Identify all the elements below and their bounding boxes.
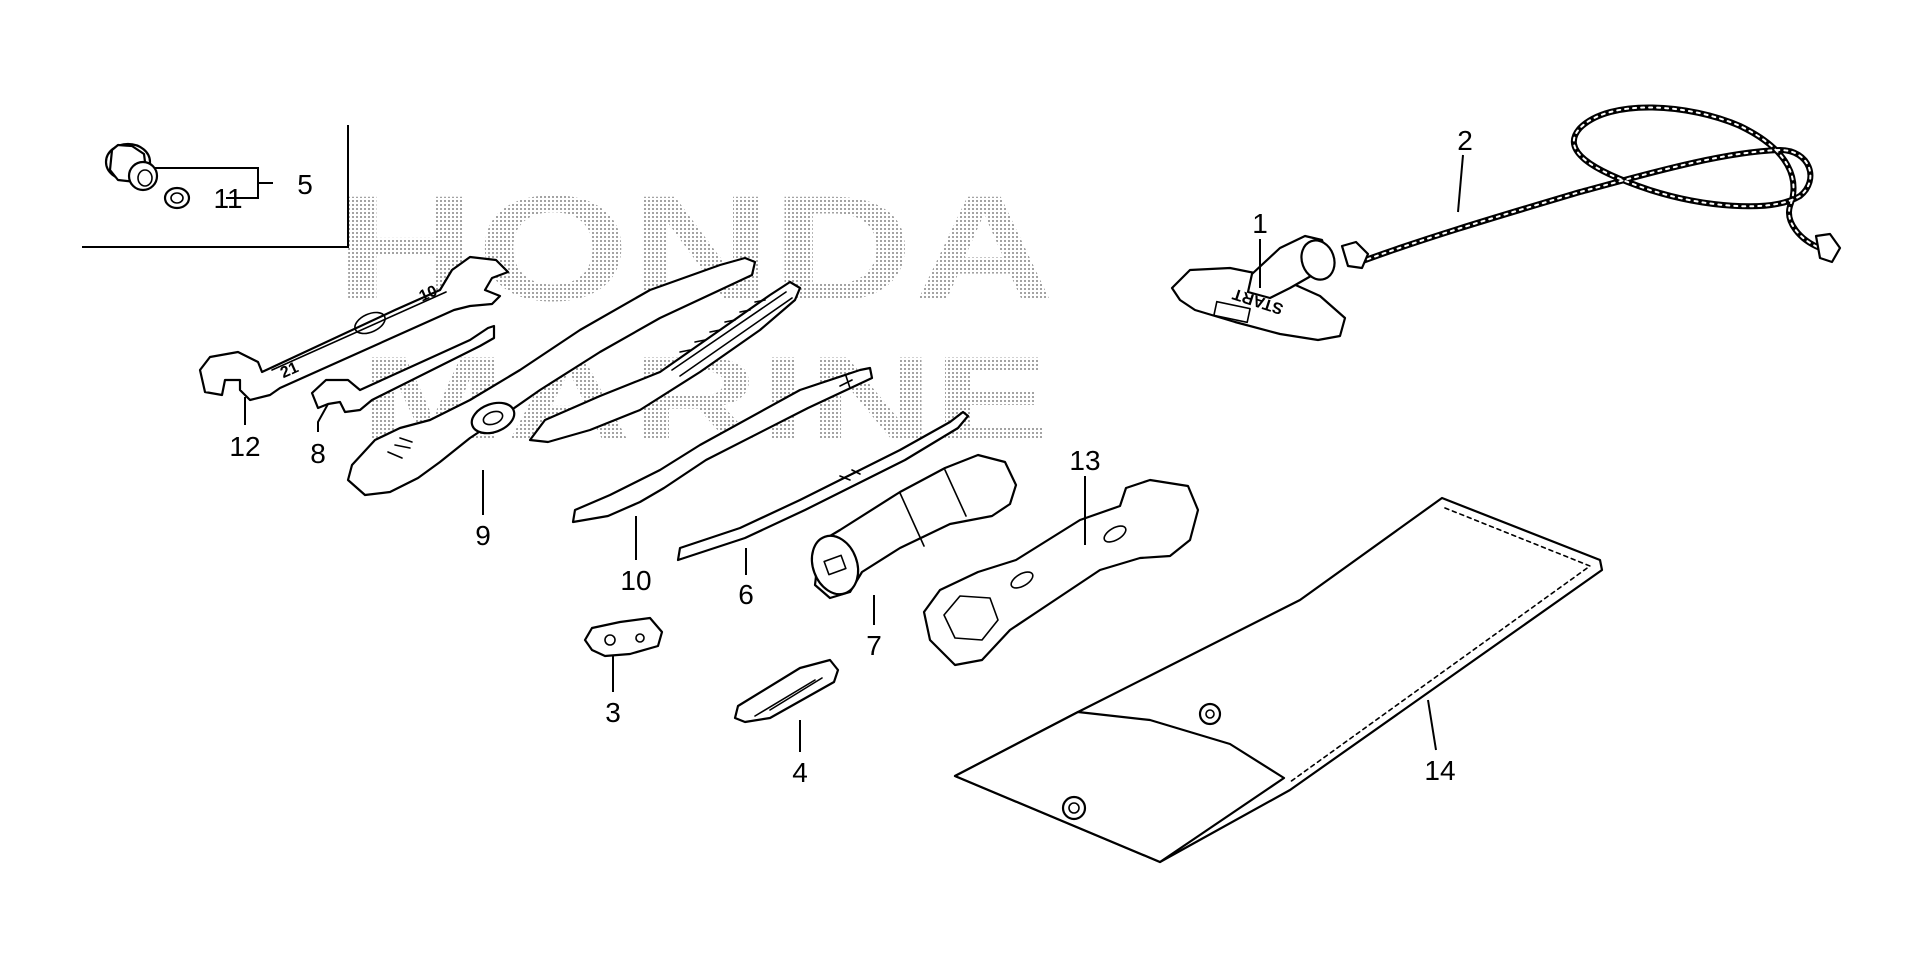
start-grip: START [1170, 234, 1347, 342]
callout-7: 7 [866, 630, 882, 661]
callout-11: 11 [213, 183, 242, 214]
callout-numbers: 1 2 3 4 5 6 7 8 9 10 11 12 13 14 [213, 125, 1472, 788]
open-end-wrench: 21 10 [198, 255, 510, 402]
emergency-stop-clip [583, 616, 664, 658]
callout-3: 3 [605, 697, 621, 728]
callout-2: 2 [1457, 125, 1473, 156]
pliers [346, 256, 802, 497]
tool-bag [953, 496, 1604, 864]
screwdriver-grip [571, 366, 874, 524]
wrench-size-21: 21 [278, 359, 301, 382]
callout-1: 1 [1252, 208, 1268, 239]
plug-wrench [922, 478, 1200, 667]
open-end-wrench-small [310, 324, 496, 414]
screwdriver [676, 410, 970, 562]
washer [163, 186, 191, 210]
callout-6: 6 [738, 579, 754, 610]
screwdriver-handle [810, 453, 1018, 600]
callout-13: 13 [1069, 445, 1100, 476]
callout-5: 5 [297, 169, 313, 200]
clip-holder [733, 658, 840, 724]
callout-14: 14 [1424, 755, 1455, 786]
callout-12: 12 [229, 431, 260, 462]
flange-nut [104, 142, 159, 192]
inset-box [82, 125, 349, 248]
callout-10: 10 [620, 565, 651, 596]
wrench-size-10: 10 [417, 283, 440, 306]
starter-rope [1340, 104, 1842, 270]
callout-8: 8 [310, 438, 326, 469]
callout-9: 9 [475, 520, 491, 551]
leader-lines [155, 154, 1464, 752]
callout-4: 4 [792, 757, 808, 788]
